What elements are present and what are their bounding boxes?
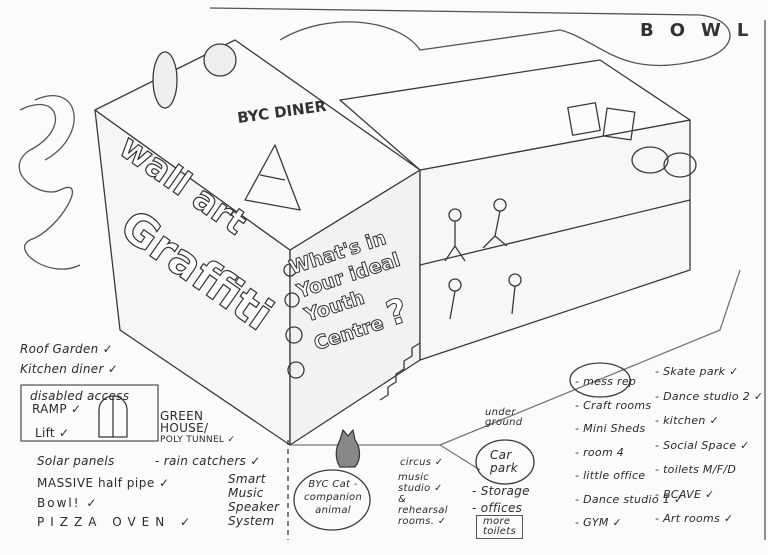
right-wing-roof [339,59,691,171]
tree [152,51,178,109]
note-cat: BYC Cat - companion animal [304,479,363,516]
half-pipe [209,7,731,67]
bowl-sign: BOWL [640,20,765,41]
access-box [20,384,159,442]
note-underground: under ground [485,407,523,428]
notes-column-1: - mess rep - Craft rooms - Mini Sheds - … [575,375,684,529]
note-carpark: Car park [490,448,519,475]
note-kitchen: Kitchen diner ✓ [20,362,119,376]
note-offices: - offices [472,501,523,515]
greenhouse [244,144,301,211]
steps [379,342,421,401]
note-solar: Solar panels [37,454,115,468]
note-toilets: more toilets [476,515,523,539]
note-circus: circus ✓ [400,457,444,468]
slide [18,95,81,270]
ground [290,269,741,471]
note-pizza: PIZZA OVEN ✓ [37,515,197,529]
note-halfpipe: MASSIVE half pipe ✓ [37,476,170,490]
cat-oval [293,469,371,531]
note-lift: Lift ✓ [35,426,70,440]
note-greenhouse: GREEN HOUSE/ POLY TUNNEL ✓ [160,409,236,445]
note-ramp: RAMP ✓ [32,402,82,416]
note-music: music studio ✓ & rehearsal rooms. ✓ [398,472,448,527]
note-roof-garden: Roof Garden ✓ [20,342,114,356]
mess-oval [569,362,631,398]
note-speaker: Smart Music Speaker System [228,472,280,528]
note-disabled-access: disabled access [30,389,130,403]
carpark-oval [475,439,535,485]
notes-column-2: - Skate park ✓ - Dance studio 2 ✓ - kitc… [655,365,764,525]
note-rain: - rain catchers ✓ [155,454,261,468]
door-icon [98,395,128,438]
cat-icon [335,429,361,468]
tree [203,43,237,77]
note-bowl: Bowl! ✓ [37,496,99,510]
note-storage: - Storage [472,484,530,498]
floor-line [419,199,691,266]
